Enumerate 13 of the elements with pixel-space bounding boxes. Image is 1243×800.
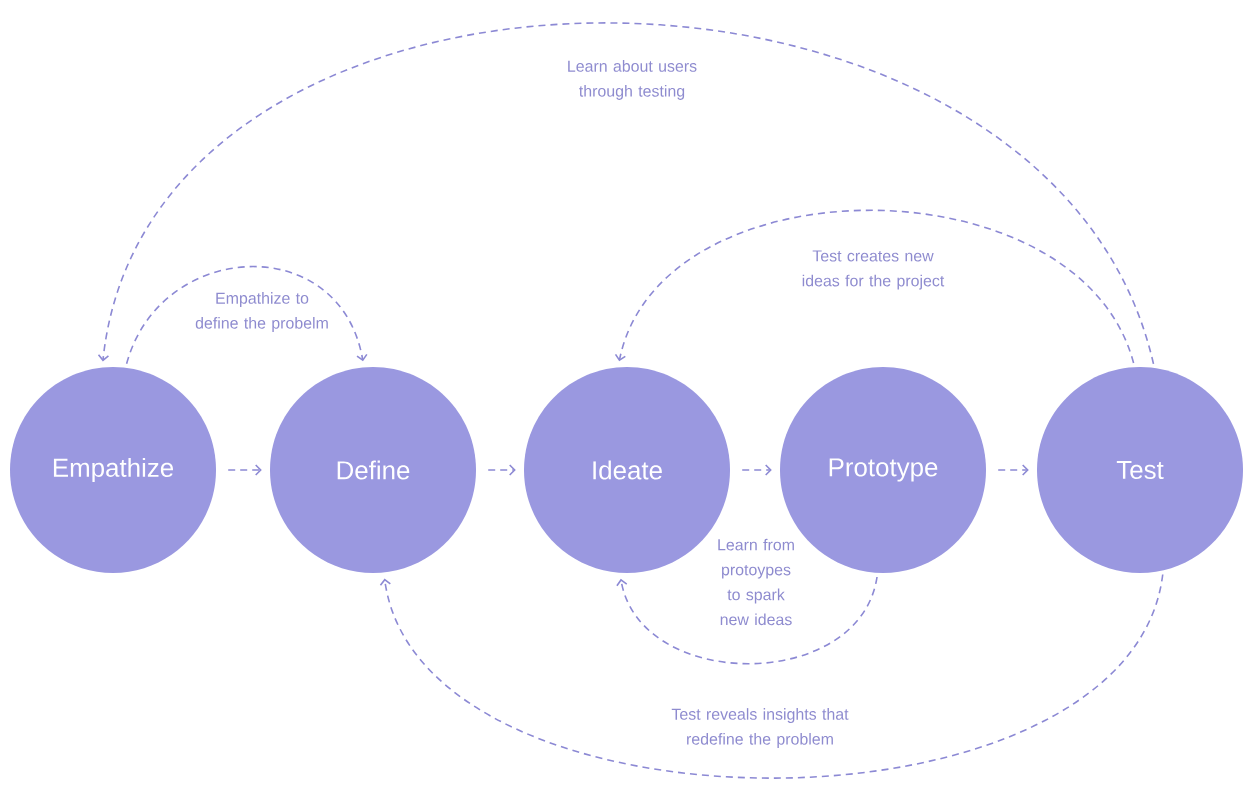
dashed-arrow bbox=[741, 464, 772, 476]
edge-label: Test creates new ideas for the project bbox=[802, 250, 945, 290]
dashed-arrow bbox=[997, 464, 1029, 476]
dashed-arrow bbox=[616, 576, 878, 665]
dashed-arrow bbox=[487, 464, 516, 476]
edge-label: Test reveals insights that redefine the problem bbox=[671, 708, 849, 748]
dashed-arrow bbox=[379, 573, 1164, 779]
dashed-arrow bbox=[614, 209, 1135, 364]
edge-label: Empathize to define the probelm bbox=[195, 292, 328, 332]
dashed-arrow bbox=[227, 464, 262, 476]
edge-label: Learn about users through testing bbox=[568, 60, 697, 100]
dashed-arrow bbox=[125, 265, 368, 365]
dashed-arrow bbox=[97, 22, 1155, 365]
